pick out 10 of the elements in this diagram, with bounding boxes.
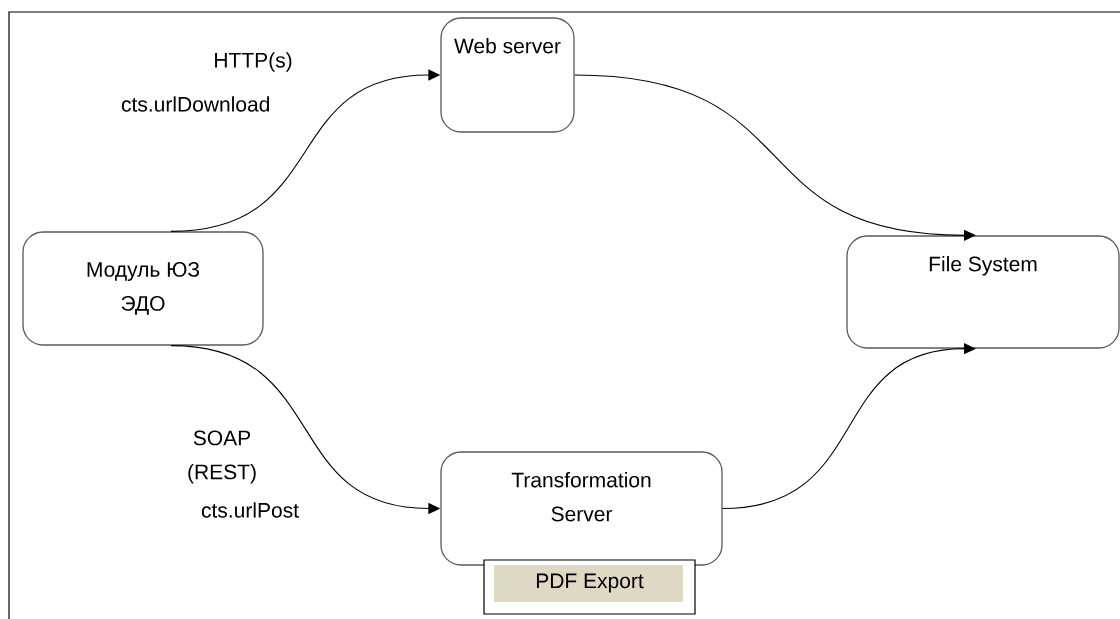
protocol-label: HTTP(s) — [215, 52, 292, 72]
process-box: Web server — [440, 17, 575, 133]
arrow — [574, 74, 976, 241]
arrow — [722, 343, 976, 510]
protocol-label: cts.urlDownload — [121, 96, 269, 112]
module-box: PDF Export — [483, 559, 696, 615]
protocol-label: SOAP (REST) — [188, 430, 256, 484]
process-box: Модуль ЮЗ ЭДО — [22, 231, 264, 346]
process-box: File System — [846, 235, 1120, 349]
protocol-label: cts.urlPost — [201, 502, 299, 518]
